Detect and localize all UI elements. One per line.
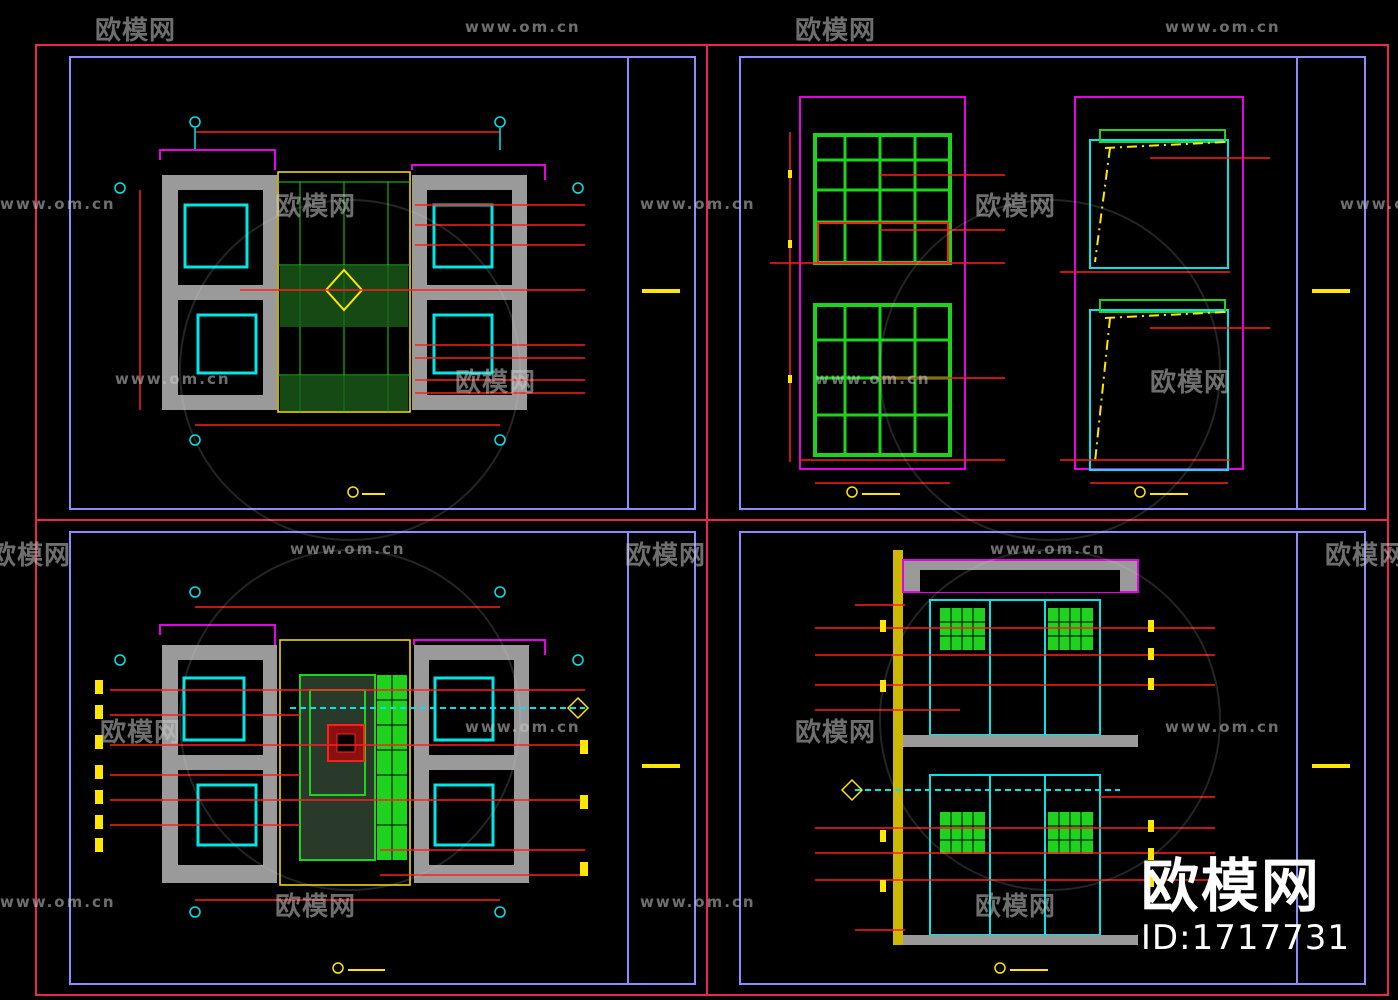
watermark-logo: 欧模网 [455,368,537,398]
title-block-marks [642,289,1350,768]
watermark-url: www.om.cn [0,893,116,911]
watermark-logo: 欧模网 [795,718,877,748]
watermark-url: www.om.cn [990,540,1106,558]
elevator-section-b [1060,96,1270,498]
drawing-borders [69,56,1366,985]
watermark-arcs [179,199,1221,891]
watermark-logo: 欧模网 [1325,541,1398,571]
watermark-url: www.om.cn [1165,18,1281,36]
watermark-logo: 欧模网 [625,541,707,571]
watermark-url: www.om.cn [640,893,756,911]
brand-id: ID:1717731 [1140,918,1350,958]
watermark-logo: 欧模网 [100,718,182,748]
watermark-url: www.om.cn [1165,718,1281,736]
elevator-section-a [770,96,1005,498]
watermark-logo: 欧模网 [795,16,877,46]
elevator-lobby-plan [114,116,585,498]
watermark-url: www.om.cn [290,540,406,558]
watermark-url: www.om.cn [1340,195,1398,213]
brand-stamp: 欧模网 ID:1717731 [1141,854,1350,958]
watermark-logo: 欧模网 [975,892,1057,922]
watermark-logo: 欧模网 [975,192,1057,222]
elevator-lobby-ceiling-plan [95,586,590,974]
watermark-logo: 欧模网 [0,541,72,571]
watermark-logo: 欧模网 [275,192,357,222]
sheet-frames [35,44,1389,996]
watermark-url: www.om.cn [0,195,116,213]
elevator-lobby-elevation [815,550,1215,974]
watermark-url: www.om.cn [115,370,231,388]
brand-name: 欧模网 [1140,852,1321,920]
watermark-logo: 欧模网 [95,16,177,46]
watermark-url: www.om.cn [465,18,581,36]
watermark-url: www.om.cn [465,718,581,736]
watermark-logo: 欧模网 [275,892,357,922]
watermark-logo: 欧模网 [1150,368,1232,398]
watermark-url: www.om.cn [815,370,931,388]
watermark-url: www.om.cn [640,195,756,213]
